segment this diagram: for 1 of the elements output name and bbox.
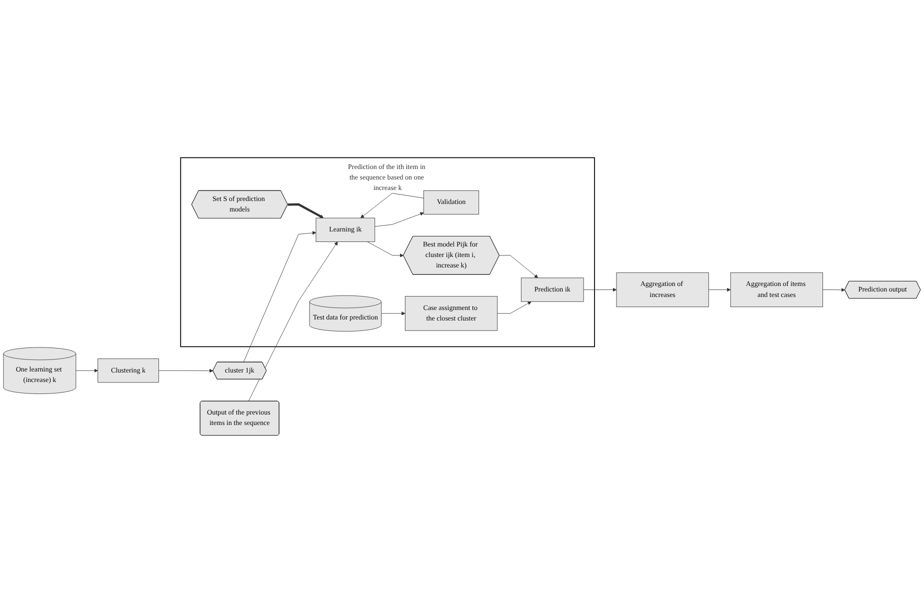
arrow: [288, 203, 324, 218]
